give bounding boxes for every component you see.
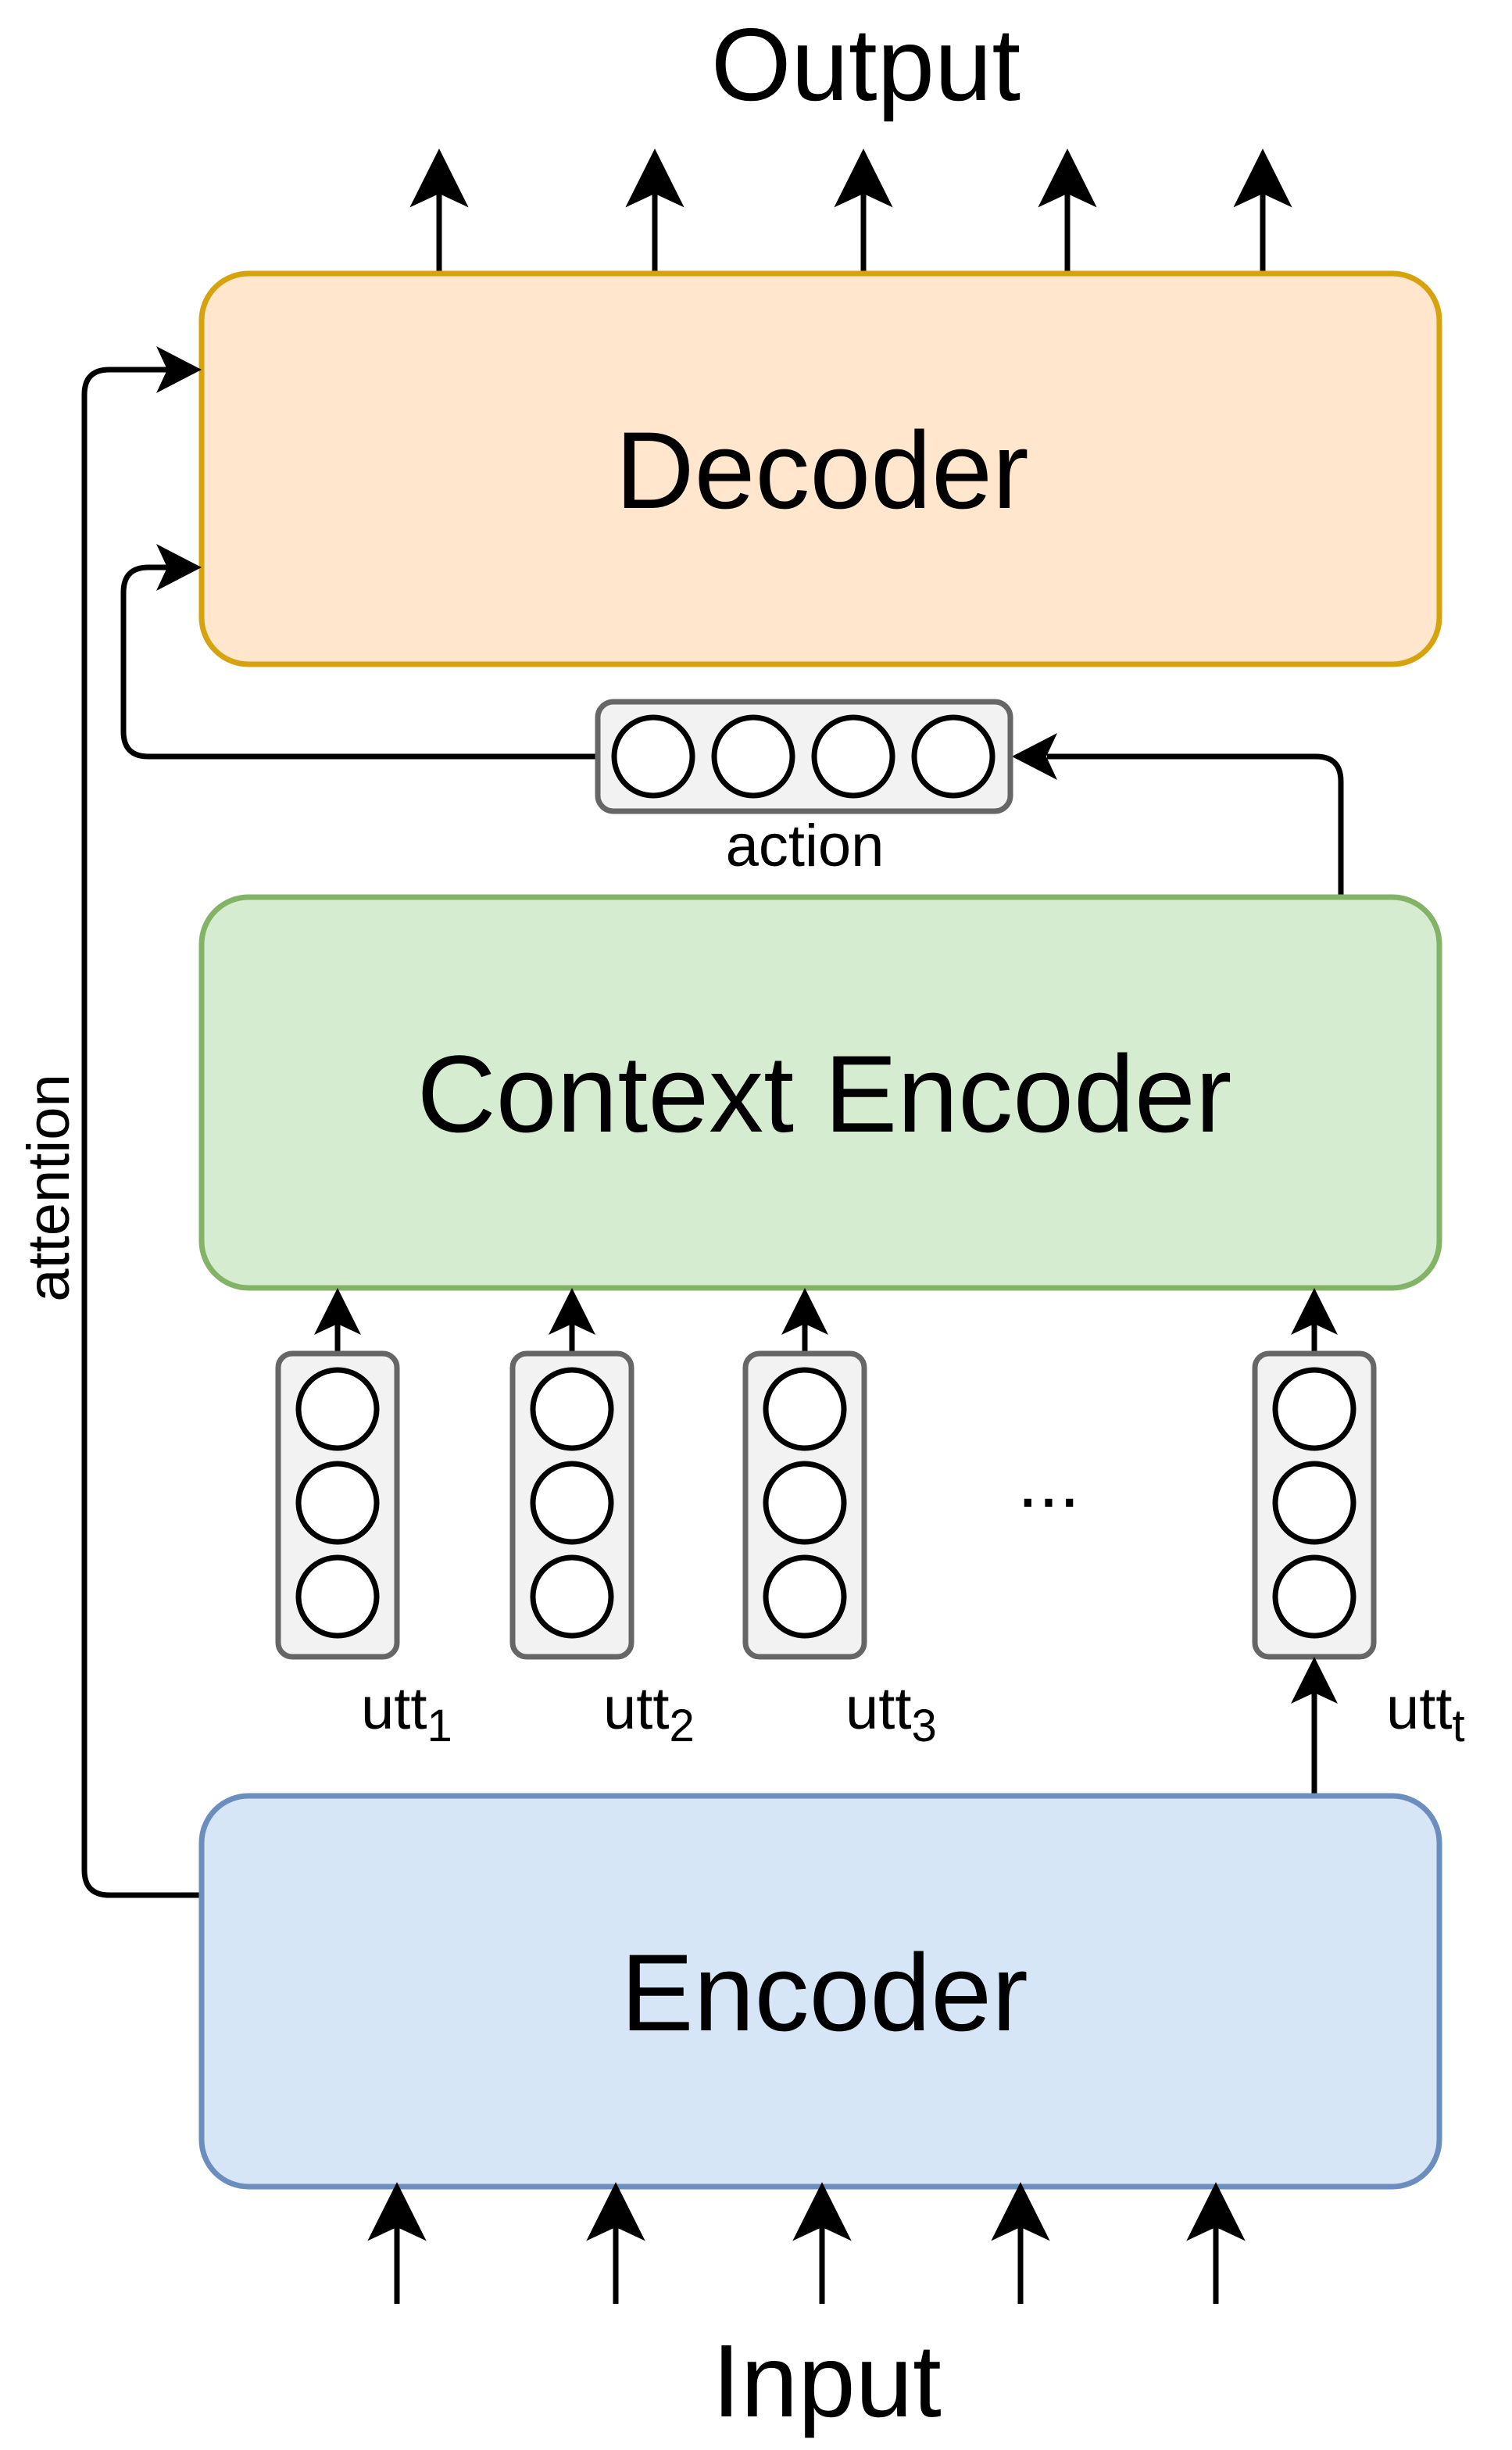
action-unit: [911, 714, 995, 799]
utt-3-label: utt3: [845, 1676, 937, 1751]
action-label: action: [726, 813, 885, 879]
utterance-vectors: [275, 1288, 1377, 1660]
output-label: Output: [711, 7, 1021, 122]
utt-1-label: utt1: [361, 1676, 452, 1751]
input-arrow-5: [1186, 2182, 1246, 2304]
utterance-vector-t: [1252, 1288, 1377, 1660]
input-arrows: [367, 2182, 1246, 2304]
action-to-decoder-arrowhead: [156, 544, 202, 591]
output-arrow-3: [834, 148, 893, 274]
action-to-decoder-connector: [120, 564, 598, 760]
decoder-box: [198, 270, 1442, 667]
encoder-label: Encoder: [620, 1931, 1028, 2054]
output-arrow-5: [1233, 148, 1292, 274]
input-arrow-4: [991, 2182, 1050, 2304]
action-unit: [711, 714, 795, 799]
context-encoder-box: [198, 894, 1442, 1291]
output-arrow-2: [625, 148, 685, 274]
context-to-action-arrowhead: [1012, 733, 1057, 780]
attention-label: attention: [16, 1074, 82, 1302]
context-to-action-connector: [1047, 753, 1344, 897]
output-arrows: [409, 148, 1292, 274]
action-unit: [611, 714, 695, 799]
action-unit: [811, 714, 895, 799]
utt-t-label: uttt: [1386, 1676, 1465, 1751]
action-vector: [595, 699, 1013, 814]
decoder-label: Decoder: [615, 409, 1028, 531]
context-encoder-label: Context Encoder: [417, 1032, 1232, 1155]
utterance-vector-2: [509, 1288, 634, 1660]
utt-2-label: utt2: [603, 1676, 695, 1751]
input-arrow-3: [792, 2182, 852, 2304]
input-arrow-2: [586, 2182, 645, 2304]
attention-arrowhead: [156, 346, 202, 393]
attention-connector: [81, 367, 202, 1898]
utterance-vector-3: [742, 1288, 867, 1660]
utterance-vector-1: [275, 1288, 400, 1660]
output-arrow-1: [409, 148, 469, 274]
encoder-to-utt-t-arrow: [1291, 1657, 1338, 1796]
ellipsis-label: ...: [1017, 1440, 1080, 1523]
input-label: Input: [712, 2323, 942, 2438]
output-arrow-4: [1038, 148, 1097, 274]
input-arrow-1: [367, 2182, 427, 2304]
